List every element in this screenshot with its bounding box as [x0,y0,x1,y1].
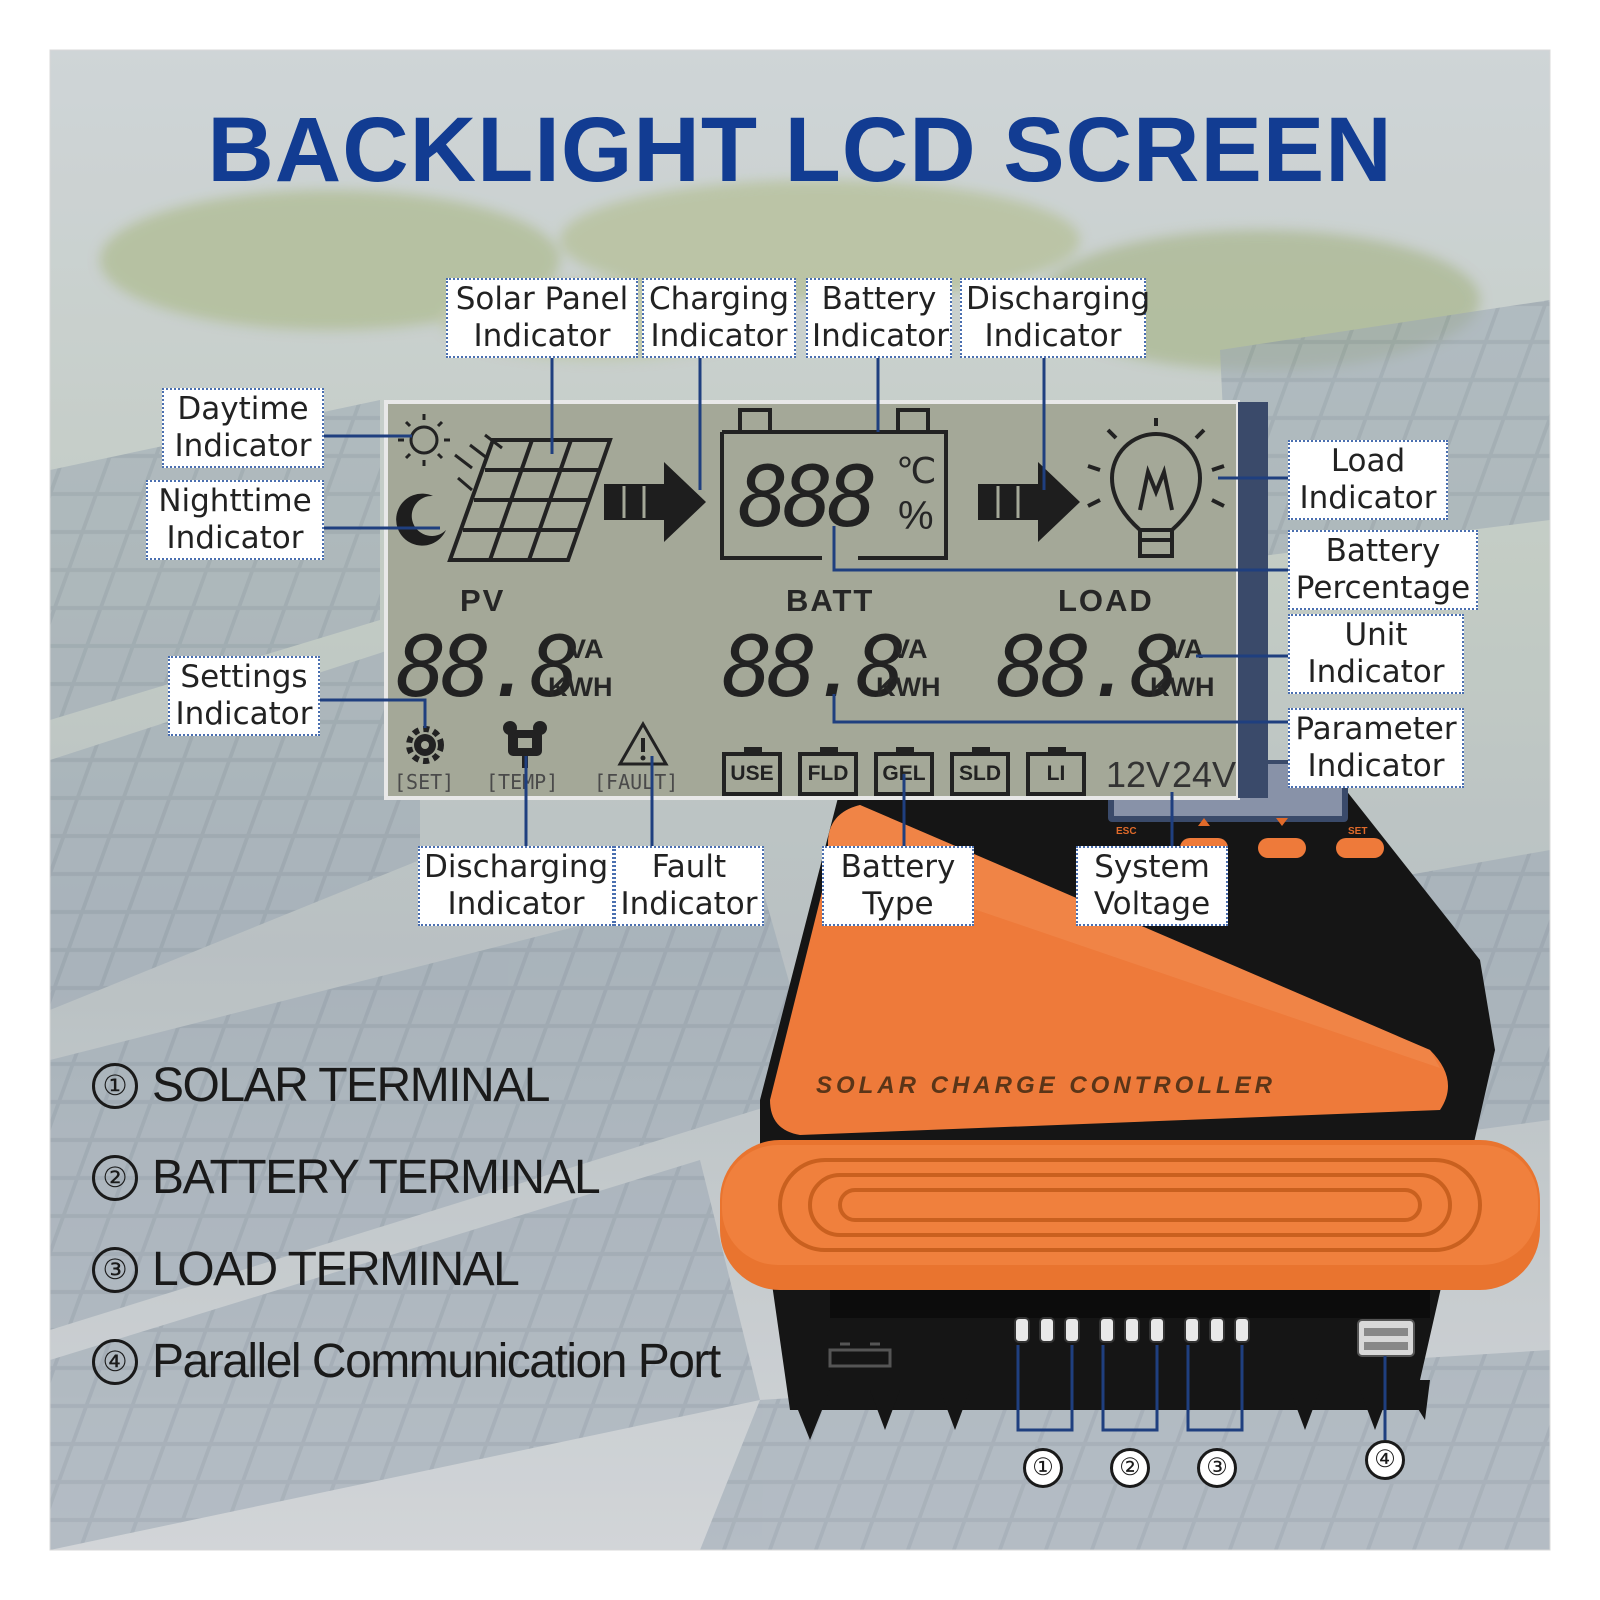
charging-arrow-icon [604,462,706,542]
celsius-symbol: ℃ [896,450,937,491]
batt-value: 88.8 [722,618,906,716]
port-number-2: ② [1110,1448,1150,1488]
discharging-arrow-icon [978,462,1080,542]
gear-icon [406,726,444,764]
pv-heading: PV [460,583,506,618]
batt-unit-va: VA [892,634,928,664]
load-unit-kwh: KWH [1150,672,1215,702]
battery-percentage-digits: 888 [738,448,878,546]
voltage-24v: 24V [1172,754,1237,795]
device-esc-label: ESC [1116,826,1137,837]
port-number-1: ① [1023,1448,1063,1488]
light-bulb-icon [1087,418,1225,558]
battery-type-sld: SLD [950,747,1010,796]
temp-label: [TEMP] [486,770,559,794]
device-set-button[interactable] [1336,838,1384,858]
page-title: BACKLIGHT LCD SCREEN [207,99,1393,201]
device-down-button[interactable] [1258,838,1306,858]
device-label: SOLAR CHARGE CONTROLLER [816,1072,1276,1099]
warning-icon [617,720,669,766]
load-unit-va: VA [1168,634,1204,664]
sun-icon [398,414,450,466]
device-set-label: SET [1348,826,1368,837]
batt-unit-kwh: KWH [876,672,941,702]
port-number-3: ③ [1197,1448,1237,1488]
batt-heading: BATT [786,583,875,618]
pv-value: 88.8 [396,618,580,716]
pv-unit-kwh: KWH [548,672,613,702]
percent-symbol: % [898,494,934,538]
set-label: [SET] [394,770,455,794]
load-heading: LOAD [1058,583,1154,618]
battery-icon [720,408,948,560]
solar-panel-icon [447,438,613,562]
moon-icon [396,493,446,546]
battery-type-li: LI [1026,747,1086,796]
voltage-12v: 12V [1106,754,1171,795]
fault-label: [FAULT] [594,770,679,794]
pv-unit-va: VA [568,634,604,664]
load-value: 88.8 [996,618,1180,716]
battery-type-fld: FLD [798,747,858,796]
battery-type-use: USE [722,747,782,796]
port-number-4: ④ [1365,1440,1405,1480]
